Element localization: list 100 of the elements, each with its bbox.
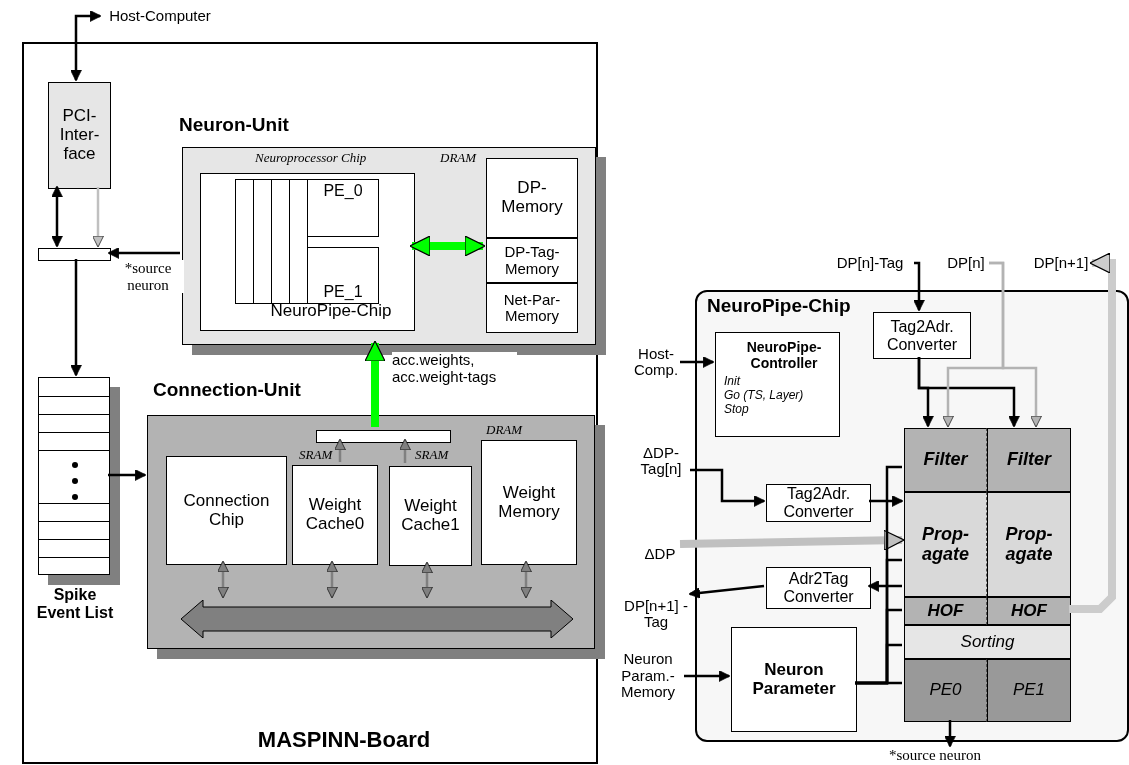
chip-panel xyxy=(695,290,1129,742)
box-label: Weight Memory xyxy=(497,483,561,522)
bus-bar xyxy=(38,248,111,261)
bus-arrow xyxy=(181,600,573,638)
unit-heading: Neuron-Unit xyxy=(179,115,290,136)
memory-box xyxy=(486,158,578,238)
annotation-label: SRAM xyxy=(415,448,449,463)
converter-box xyxy=(766,484,871,522)
arrow xyxy=(684,670,731,682)
memory-box xyxy=(481,440,577,565)
arrow xyxy=(107,247,180,259)
box-label: Net-Par- Memory xyxy=(502,291,562,325)
box-label: DP-Tag- Memory xyxy=(503,244,561,277)
arrow xyxy=(399,438,411,463)
cache-box xyxy=(292,465,378,565)
box-label: Filter xyxy=(923,450,968,470)
arrow xyxy=(688,584,765,599)
annotation-label: SRAM xyxy=(299,448,333,463)
signal-label: Neuron Param.- Memory xyxy=(619,651,677,701)
arrow xyxy=(326,560,338,599)
arrow xyxy=(989,261,1042,428)
arrow xyxy=(944,720,956,748)
box-label: PE1 xyxy=(1012,681,1046,700)
arrow xyxy=(92,187,104,248)
arrow xyxy=(108,469,147,481)
unit-heading: Connection-Unit xyxy=(153,380,302,401)
command-text: Go (TS, Layer) xyxy=(724,389,804,403)
signal-label: ΔDP- Tag[n] xyxy=(639,444,683,478)
memory-box xyxy=(486,238,578,283)
box-label: Prop- agate xyxy=(1004,524,1054,565)
annotation-label: Neuroprocessor Chip xyxy=(255,151,367,166)
unit-heading: Spike Event List xyxy=(35,586,115,622)
arrow xyxy=(690,468,766,507)
annotation-label: DRAM xyxy=(440,151,477,166)
unit-heading: NeuroPipe-Chip xyxy=(707,296,852,317)
memory-box xyxy=(486,283,578,333)
box-label: Connection Chip xyxy=(182,491,271,530)
arrow xyxy=(520,560,532,599)
box-label: Filter xyxy=(1007,450,1051,470)
pe-box xyxy=(987,659,1071,722)
stage-box xyxy=(987,597,1071,625)
signal-label: DP[n+1] -Tag xyxy=(623,597,689,631)
box-label: PE_0 xyxy=(322,181,364,201)
stage-box xyxy=(904,492,987,597)
arrow xyxy=(364,340,386,427)
arrow xyxy=(51,185,63,248)
converter-box xyxy=(766,567,871,609)
box-label: PE_1 xyxy=(322,282,364,303)
box-label: Prop- agate xyxy=(921,524,970,565)
cache-box xyxy=(389,466,472,566)
arrow xyxy=(70,259,82,377)
arrow xyxy=(409,235,486,257)
stage-box xyxy=(904,428,987,492)
pe-box xyxy=(307,247,379,304)
arrow xyxy=(1069,252,1116,613)
chip-box xyxy=(166,456,287,565)
signal-label: *source neuron xyxy=(888,747,982,764)
arrow xyxy=(869,495,904,507)
command-text: Stop xyxy=(724,402,749,417)
parameter-box xyxy=(731,627,857,732)
arrow xyxy=(334,438,346,462)
box-label: DP- Memory xyxy=(500,179,564,217)
stage-box xyxy=(904,597,987,625)
box-label: HOF xyxy=(1011,601,1047,621)
signal-label: DP[n+1] xyxy=(1033,254,1089,272)
box-label: Sorting xyxy=(960,632,1015,652)
pe-box xyxy=(904,659,987,722)
stage-box xyxy=(987,428,1071,492)
pe-box xyxy=(307,179,379,237)
box-label: HOF xyxy=(927,601,964,621)
signal-label: Host- Comp. xyxy=(632,345,680,379)
chip-box xyxy=(200,173,415,331)
box-label: Weight Cache1 xyxy=(400,497,461,535)
stage-box xyxy=(987,492,1071,597)
interface-box xyxy=(48,82,111,189)
command-text: Init xyxy=(724,375,740,389)
annotation-label: DRAM xyxy=(486,423,523,438)
converter-box xyxy=(873,312,971,359)
arrow xyxy=(679,529,905,551)
arrow xyxy=(421,561,433,599)
controller-title: NeuroPipe- Controller xyxy=(745,339,823,372)
signal-label: Host-Computer xyxy=(109,7,211,25)
signal-label: DP[n]-Tag xyxy=(836,254,904,272)
box-label: Weight Cache0 xyxy=(304,496,366,534)
box-label: Tag2Adr. Converter xyxy=(885,317,959,354)
box-label: Tag2Adr. Converter xyxy=(782,485,855,521)
signal-label: ΔDP xyxy=(644,545,676,563)
arrow xyxy=(680,356,715,368)
arrow xyxy=(70,10,102,82)
box-label: Neuron Parameter xyxy=(751,660,837,699)
arrow xyxy=(867,580,902,592)
unit-heading: NeuroPipe-Chip xyxy=(269,302,393,321)
controller-box xyxy=(715,332,840,437)
stage-box xyxy=(904,625,1071,659)
bus-bar xyxy=(316,430,451,443)
box-label: PCI- Inter- face xyxy=(58,107,101,164)
unit-heading: MASPINN-Board xyxy=(256,728,432,753)
box-label: PE0 xyxy=(929,681,962,700)
box-label: Adr2Tag Converter xyxy=(782,570,855,606)
arrow xyxy=(913,261,925,312)
